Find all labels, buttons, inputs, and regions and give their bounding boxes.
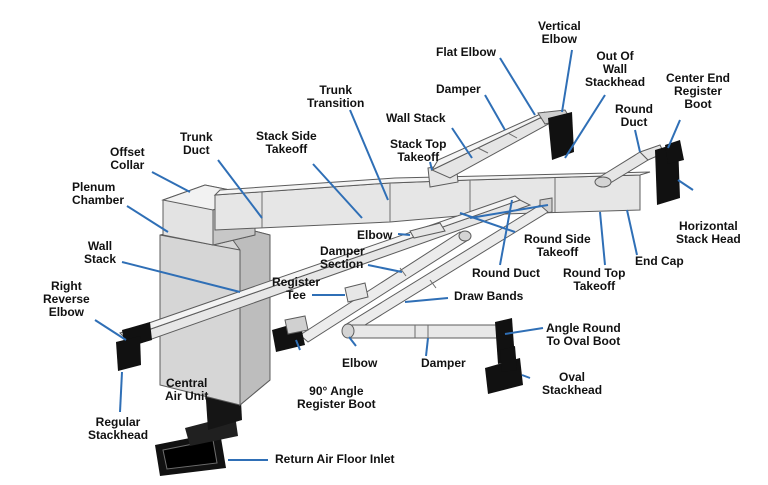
- label-trunk-transition: Trunk Transition: [307, 83, 365, 110]
- label-return-air-floor-inlet: Return Air Floor Inlet: [275, 452, 395, 466]
- label-out-of-wall-stackhead: Out Of Wall Stackhead: [585, 49, 646, 89]
- label-draw-bands: Draw Bands: [454, 289, 524, 303]
- horizontal-stack-head: [655, 140, 684, 205]
- label-angle-round-to-oval-boot: Angle Round To Oval Boot: [546, 321, 621, 348]
- label-round-side-takeoff: Round Side Takeoff: [524, 232, 591, 259]
- label-end-cap: End Cap: [635, 254, 684, 268]
- label-vertical-elbow: Vertical Elbow: [538, 19, 581, 46]
- vertical-elbow: [537, 109, 574, 160]
- label-damper-section: Damper Section: [320, 244, 365, 271]
- label-plenum-chamber: Plenum Chamber: [72, 180, 125, 207]
- label-wall-stack-top: Wall Stack: [386, 111, 446, 125]
- wall-stack-upper: [430, 111, 554, 179]
- label-register-tee: Register Tee: [272, 275, 321, 302]
- label-offset-collar: Offset Collar: [110, 145, 145, 172]
- label-round-top-takeoff: Round Top Takeoff: [563, 266, 626, 293]
- label-wall-stack-left: Wall Stack: [84, 239, 117, 266]
- label-trunk-duct: Trunk Duct: [180, 130, 213, 157]
- label-stack-top-takeoff: Stack Top Takeoff: [390, 137, 447, 164]
- label-horizontal-stack-head: Horizontal Stack Head: [676, 219, 741, 246]
- label-damper-top: Damper: [436, 82, 481, 96]
- label-round-duct-mid: Round Duct: [472, 266, 540, 280]
- label-stack-side-takeoff: Stack Side Takeoff: [256, 129, 317, 156]
- label-center-end-register-boot: Center End Register Boot: [666, 71, 731, 111]
- leader-lines: [94, 49, 694, 461]
- round-duct-register-path: [299, 222, 472, 343]
- label-flat-elbow: Flat Elbow: [436, 45, 496, 59]
- label-ninety-angle-register-boot: 90° Angle Register Boot: [297, 384, 376, 411]
- ninety-angle-register-boot: [272, 315, 309, 352]
- label-central-air-unit: Central Air Unit: [165, 376, 209, 403]
- oval-stackhead: [485, 318, 523, 394]
- label-regular-stackhead: Regular Stackhead: [88, 415, 149, 442]
- label-round-duct-top: Round Duct: [615, 102, 653, 129]
- label-elbow-mid: Elbow: [357, 228, 393, 242]
- label-right-reverse-elbow: Right Reverse Elbow: [43, 279, 90, 319]
- label-damper-bottom: Damper: [421, 356, 466, 370]
- round-duct-lower: [341, 204, 549, 339]
- label-oval-stackhead: Oval Stackhead: [542, 370, 603, 397]
- right-reverse-elbow: [116, 322, 152, 371]
- label-elbow-bottom: Elbow: [342, 356, 378, 370]
